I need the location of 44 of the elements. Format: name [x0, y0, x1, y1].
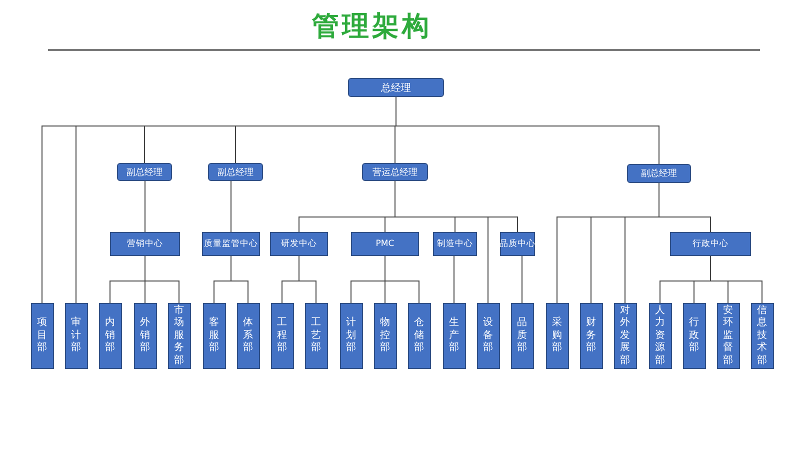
- position-box: 品质中心: [500, 232, 535, 256]
- connector-line: [394, 180, 518, 232]
- position-box: 总经理: [348, 78, 444, 97]
- department-box: 内销部: [98, 303, 122, 369]
- connector-line: [396, 96, 660, 164]
- connector-line: [230, 180, 232, 232]
- department-box: 工程部: [270, 303, 294, 369]
- title: 管理架构: [311, 10, 433, 44]
- department-box: 工艺部: [304, 303, 328, 369]
- department-box: 安环监督部: [716, 303, 740, 369]
- department-box: 审计部: [64, 303, 88, 369]
- department-box: 行政部: [682, 303, 706, 369]
- department-box: 品质部: [510, 303, 534, 369]
- position-box: PMC: [351, 232, 419, 256]
- department-box: 体系部: [236, 303, 260, 369]
- position-box: 制造中心: [433, 232, 477, 256]
- department-box: 计划部: [340, 303, 362, 369]
- department-box: 采购部: [546, 303, 568, 369]
- department-box: 设备部: [476, 303, 500, 369]
- connector-line: [298, 256, 316, 304]
- position-box: 副总经理: [627, 164, 691, 183]
- department-box: 外销部: [134, 303, 156, 369]
- connector-line: [230, 256, 248, 304]
- position-box: 营销中心: [110, 232, 180, 256]
- department-box: 项目部: [30, 303, 54, 369]
- position-box: 行政中心: [670, 232, 751, 256]
- position-box: 副总经理: [117, 163, 172, 181]
- connector-line: [658, 182, 711, 232]
- department-box: 人力资源部: [648, 303, 672, 369]
- department-box: 仓储部: [408, 303, 430, 369]
- department-box: 财务部: [580, 303, 602, 369]
- department-box: 生产部: [442, 303, 466, 369]
- connector-line: [144, 180, 146, 232]
- position-box: 质量监管中心: [202, 232, 260, 256]
- department-box: 信息技术部: [750, 303, 774, 369]
- department-box: 市场服务部: [168, 303, 190, 369]
- department-box: 客服部: [202, 303, 226, 369]
- connector-line: [384, 256, 420, 304]
- position-box: 营运总经理: [362, 163, 428, 181]
- position-box: 研发中心: [270, 232, 328, 256]
- connector-line: [144, 256, 180, 304]
- department-box: 物控部: [374, 303, 396, 369]
- department-box: 对外发展部: [614, 303, 636, 369]
- position-box: 副总经理: [208, 163, 263, 181]
